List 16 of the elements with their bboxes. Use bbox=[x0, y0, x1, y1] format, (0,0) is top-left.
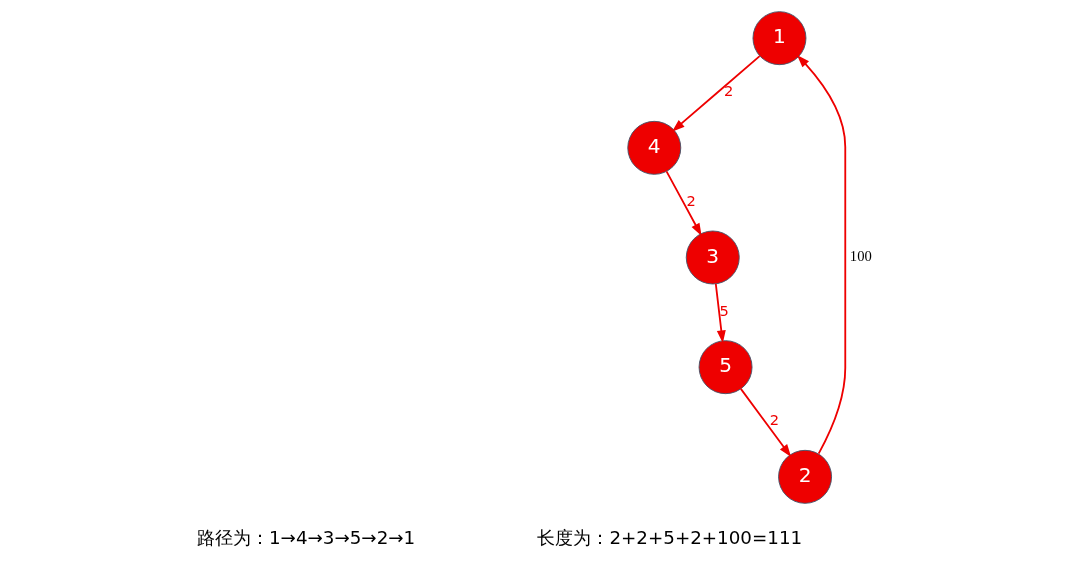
arrow bbox=[796, 54, 847, 455]
arrow bbox=[739, 387, 792, 458]
edge-label: 100 bbox=[849, 247, 872, 264]
edge-label: 2 bbox=[724, 82, 734, 100]
arrow bbox=[665, 170, 702, 237]
label: 路径为：1→4→3→5→2→1 bbox=[196, 527, 416, 549]
edge-label: 5 bbox=[719, 301, 729, 319]
edge-label: 2 bbox=[686, 192, 696, 210]
edge-label: 2 bbox=[769, 411, 780, 429]
arrow bbox=[671, 55, 761, 132]
arrow bbox=[714, 283, 726, 344]
node-circle: 5 bbox=[698, 340, 753, 395]
node-circle: 2 bbox=[778, 449, 832, 504]
node-circle: 3 bbox=[685, 230, 740, 285]
label: 长度为：2+2+5+2+100=111 bbox=[537, 527, 803, 549]
node-circle: 4 bbox=[627, 120, 682, 175]
